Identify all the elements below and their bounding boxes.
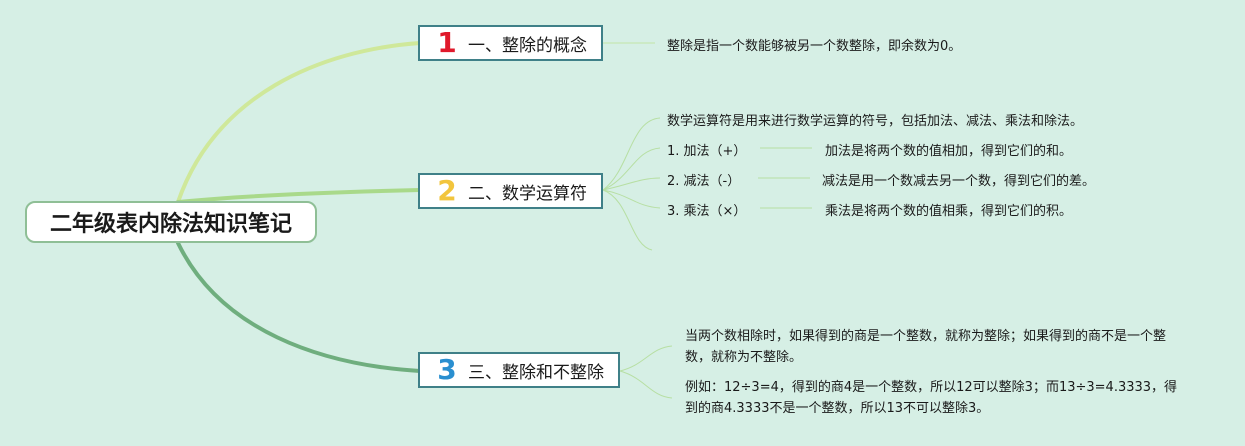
operator-item-sub[interactable]: 2. 减法（-） [667, 174, 741, 189]
topic-1-leaf[interactable]: 整除是指一个数能够被另一个数整除，即余数为0。 [667, 39, 962, 54]
root-topic[interactable]: 二年级表内除法知识笔记 [25, 201, 317, 243]
leaf-line-2-mul [602, 189, 661, 209]
branch-line-2 [176, 188, 422, 204]
topic-1-label: 一、整除的概念 [468, 35, 587, 56]
leaf-line-2-sub [602, 177, 661, 191]
topic-2-label: 二、数学运算符 [468, 183, 587, 204]
topic-3-paragraph-2[interactable]: 例如：12÷3=4，得到的商4是一个整数，所以12可以整除3；而13÷3=4.3… [685, 380, 1178, 416]
branch-line-3 [176, 241, 422, 373]
leaf-line-2-empty [602, 189, 653, 251]
topic-1[interactable]: 1 一、整除的概念 [418, 25, 603, 61]
topic-3-label: 三、整除和不整除 [468, 362, 604, 383]
leaf-line-3-b [619, 370, 673, 399]
leaf-line-2-add [602, 147, 661, 191]
leaf-line-3-a [619, 345, 673, 372]
operator-desc-add[interactable]: 加法是将两个数的值相加，得到它们的和。 [825, 144, 1073, 159]
operator-desc-mul[interactable]: 乘法是将两个数的值相乘，得到它们的积。 [825, 204, 1073, 219]
number-one-icon: 1 [437, 26, 457, 59]
branch-line-1 [176, 41, 422, 204]
topic-2[interactable]: 2 二、数学运算符 [418, 173, 603, 209]
topic-2-intro[interactable]: 数学运算符是用来进行数学运算的符号，包括加法、减法、乘法和除法。 [667, 114, 1084, 129]
topic-3-paragraph-1[interactable]: 当两个数相除时，如果得到的商是一个整数，就称为整除；如果得到的商不是一个整数，就… [685, 329, 1167, 365]
root-title: 二年级表内除法知识笔记 [49, 212, 292, 237]
number-three-icon: 3 [437, 353, 457, 386]
operator-item-add[interactable]: 1. 加法（+） [667, 144, 747, 159]
leaf-line-2-intro [602, 117, 661, 191]
operator-desc-sub[interactable]: 减法是用一个数减去另一个数，得到它们的差。 [822, 174, 1096, 189]
topic-3[interactable]: 3 三、整除和不整除 [418, 352, 620, 388]
operator-item-mul[interactable]: 3. 乘法（×） [667, 204, 747, 219]
number-two-icon: 2 [437, 174, 457, 207]
